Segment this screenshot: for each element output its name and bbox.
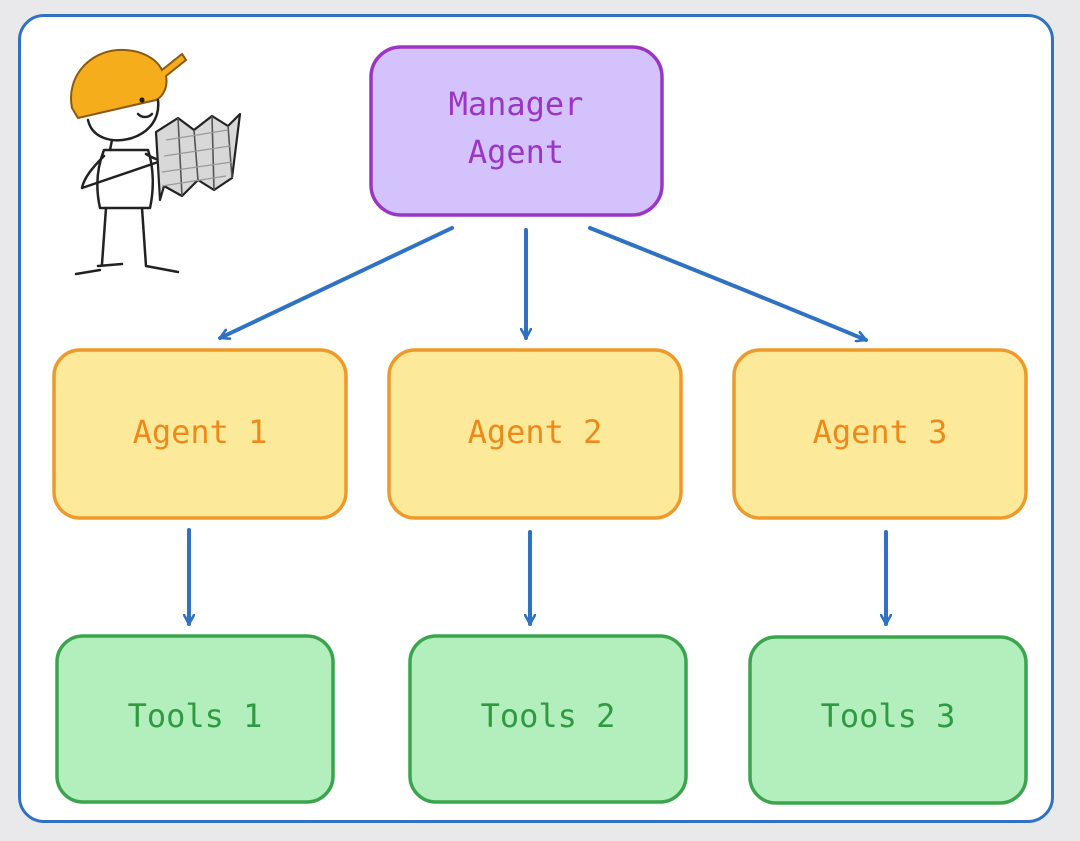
tools-1-label: Tools 1 — [128, 697, 263, 735]
agent-3-label: Agent 3 — [813, 413, 948, 451]
agent-2-label: Agent 2 — [468, 413, 603, 451]
construction-worker-with-map-icon — [70, 48, 242, 276]
manager-label-line2: Agent — [468, 133, 564, 171]
agent-1-label: Agent 1 — [133, 413, 268, 451]
tools-3-node: Tools 3 — [748, 635, 1028, 805]
tools-2-node: Tools 2 — [408, 634, 688, 804]
manager-agent-node: Manager Agent — [369, 45, 664, 217]
tools-2-label: Tools 2 — [481, 697, 616, 735]
manager-label-line1: Manager — [449, 85, 584, 123]
agent-3-node: Agent 3 — [732, 348, 1028, 520]
tools-1-node: Tools 1 — [55, 634, 335, 804]
agent-2-node: Agent 2 — [387, 348, 683, 520]
tools-3-label: Tools 3 — [821, 697, 956, 735]
edge-manager-to-agent-1 — [218, 226, 454, 340]
agent-1-node: Agent 1 — [52, 348, 348, 520]
edge-manager-to-agent-3 — [588, 226, 868, 340]
helmet-icon — [70, 48, 188, 120]
